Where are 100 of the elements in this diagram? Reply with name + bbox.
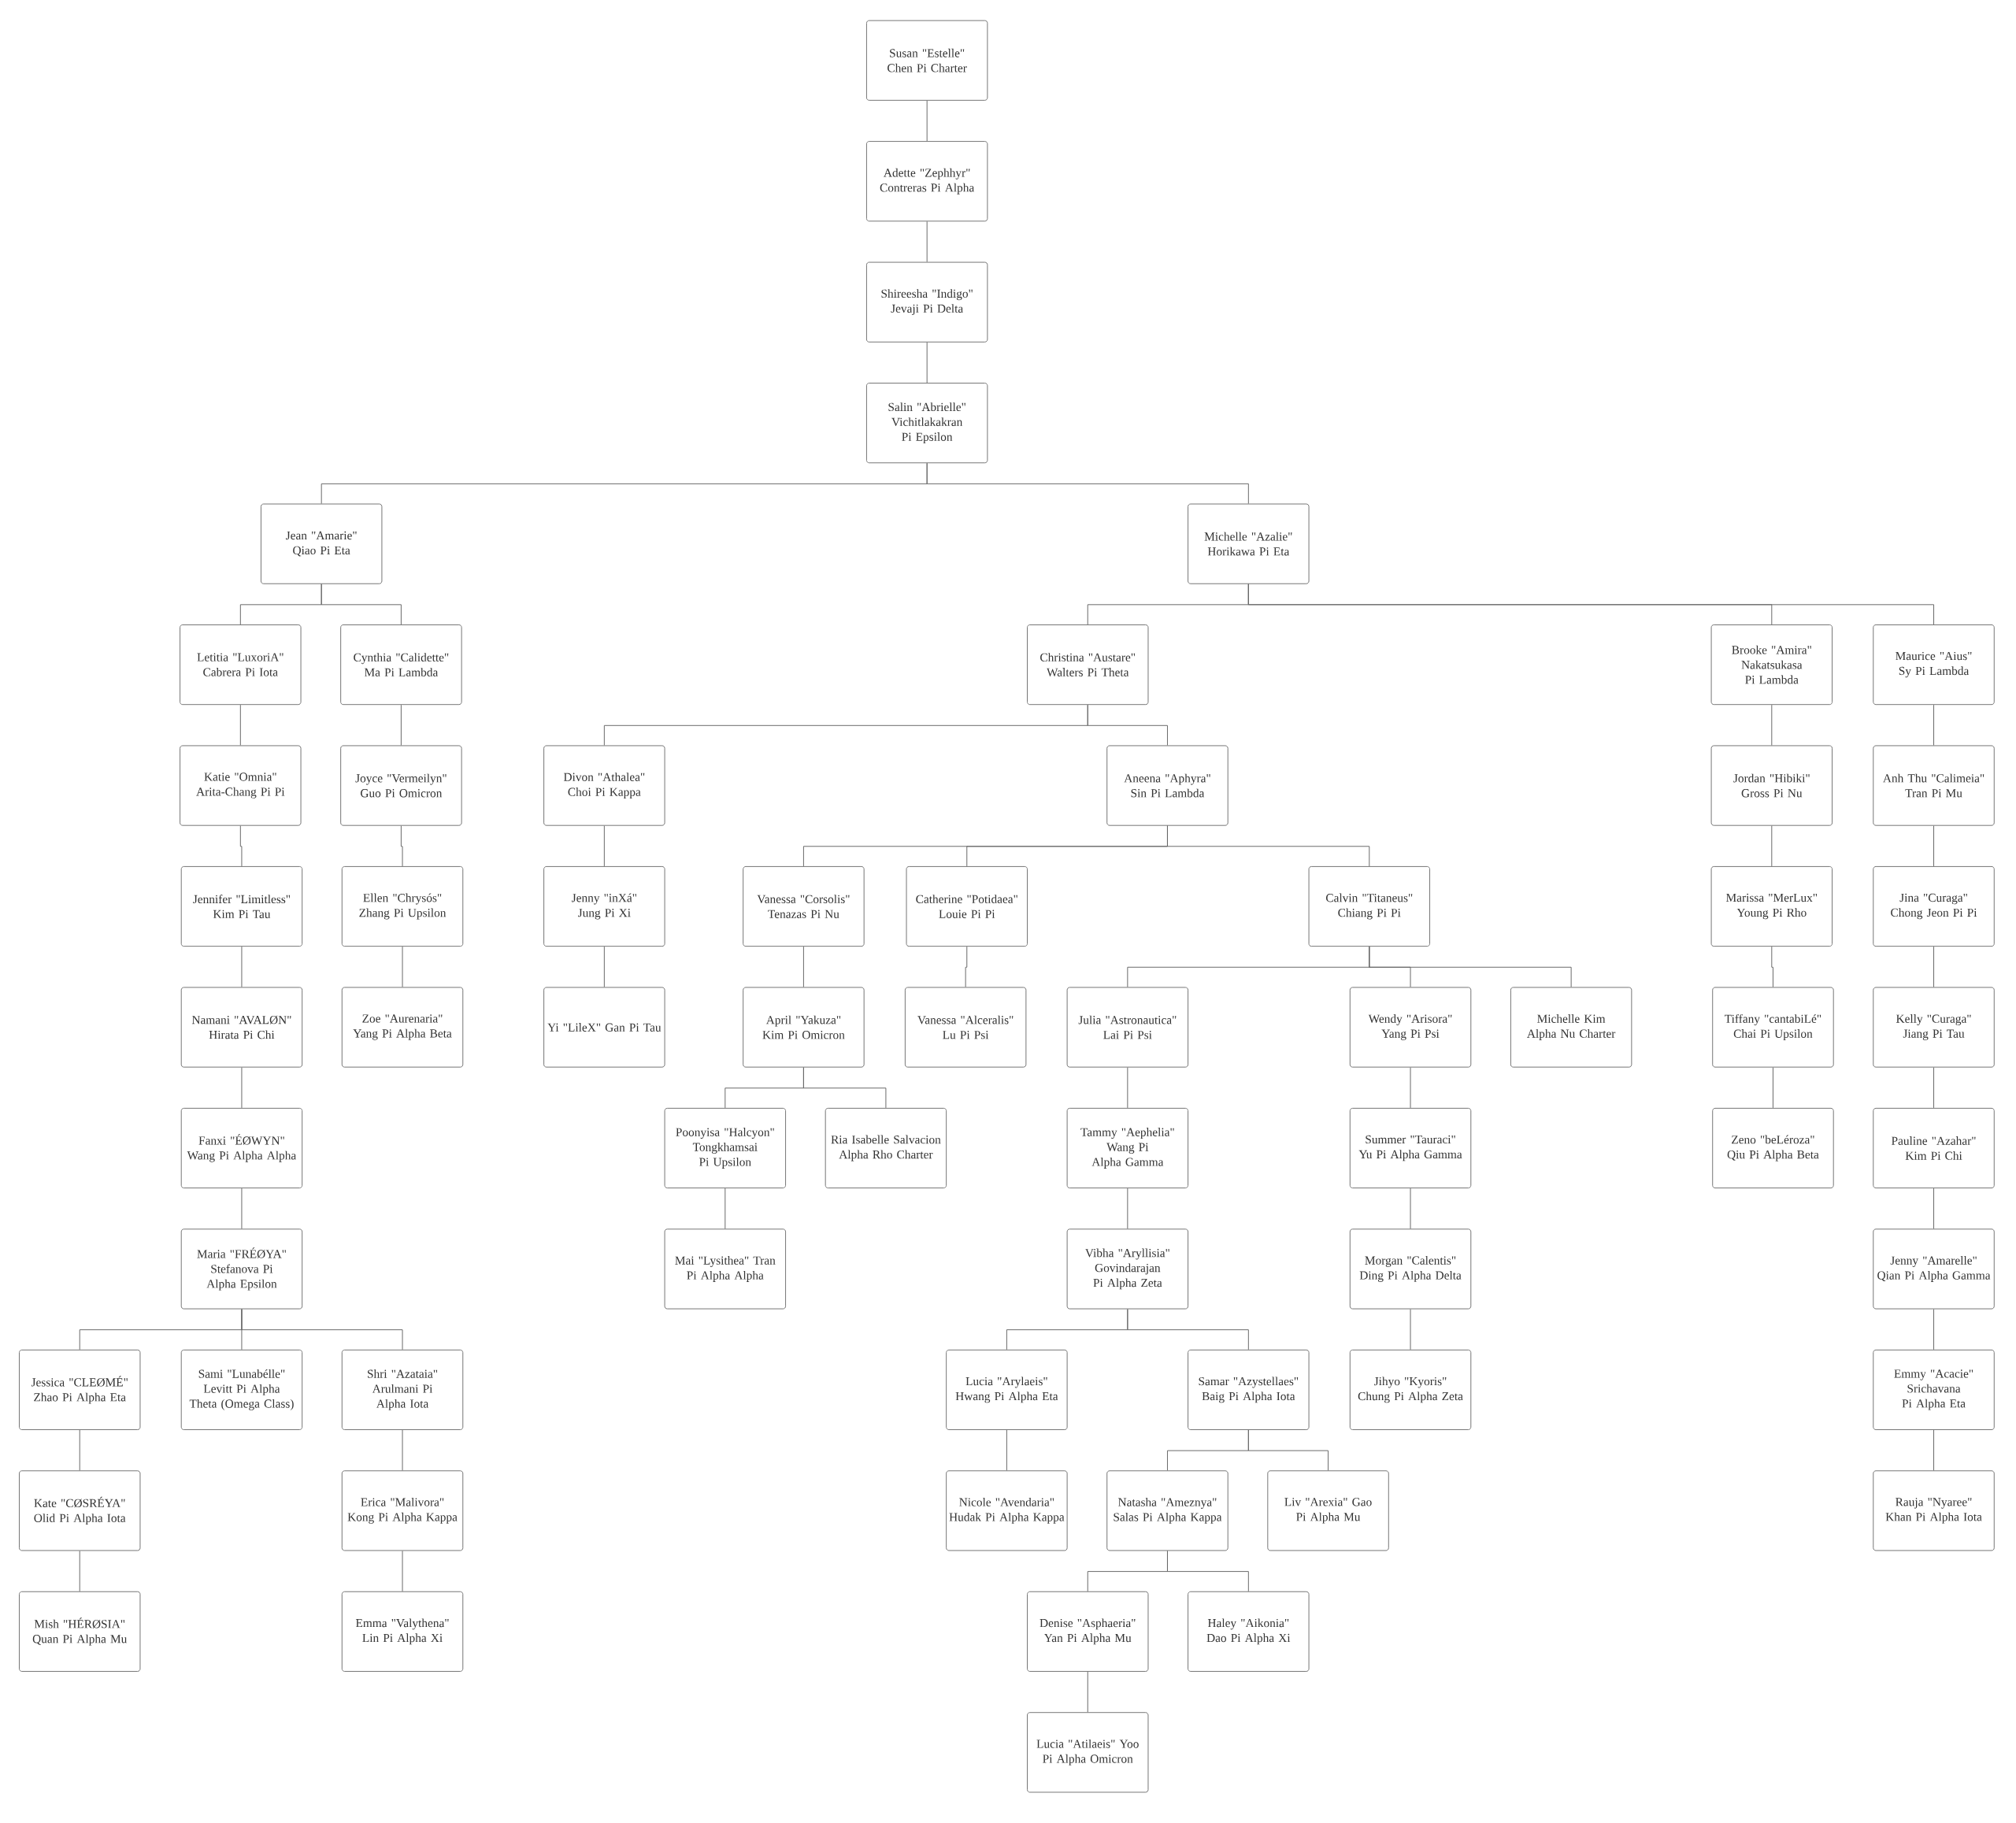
member-box: Haley "Aikonia" Dao Pi Alpha Xi [1188, 1591, 1310, 1672]
lineage-line [400, 704, 402, 746]
lineage-line [1410, 1188, 1411, 1229]
lineage-line [1006, 1429, 1007, 1471]
member-box: Emmy "Acacie" Srichavana Pi Alpha Eta [1873, 1349, 1995, 1430]
member-box: Jenny "inXá" Jung Pi Xi [543, 865, 665, 947]
lineage-line [1087, 1671, 1088, 1713]
lineage-line [1410, 1067, 1411, 1109]
member-box: Katie "Omnia" Arita-Chang Pi Pi [180, 745, 302, 826]
member-box: Fanxi "ÉØWYN" Wang Pi Alpha Alpha [180, 1107, 303, 1189]
lineage-line [1933, 825, 1935, 867]
member-box: Tiffany "cantabiLé" Chai Pi Upsilon [1712, 987, 1834, 1068]
lineage-line [239, 704, 241, 746]
lineage-line [1771, 946, 1773, 987]
member-box: Yi "LileX" Gan Pi Tau [543, 987, 665, 1068]
member-box: Sami "Lunabélle" Levitt Pi Alpha Theta (Omega Class) [180, 1349, 303, 1430]
member-box: Samar "Azystellaes" Baig Pi Alpha Iota [1188, 1349, 1310, 1430]
member-box: Anh Thu "Calimeia" Tran Pi Mu [1873, 745, 1995, 826]
member-box: Catherine "Potidaea" Louie Pi Pi [906, 865, 1028, 947]
lineage-line [1167, 1550, 1249, 1592]
member-box: Jennifer "Limitless" Kim Pi Tau [180, 865, 303, 947]
member-box: Zeno "beLéroza" Qiu Pi Alpha Beta [1712, 1107, 1834, 1189]
member-box: Wendy "Arisora" Yang Pi Psi [1349, 987, 1472, 1068]
lineage-line [1772, 1067, 1773, 1109]
member-box: Pauline "Azahar" Kim Pi Chi [1873, 1107, 1995, 1189]
member-box: April "Yakuza" Kim Pi Omicron [743, 987, 865, 1068]
member-box: Salin "Abrielle" Vichitlakakran Pi Epsilon [865, 383, 988, 464]
member-box: Jean "Amarie" Qiao Pi Eta [260, 503, 383, 584]
lineage-line [802, 1067, 887, 1109]
lineage-line [1369, 946, 1572, 987]
member-box: Jordan "Hibiki" Gross Pi Nu [1710, 745, 1833, 826]
member-box: Joyce "Vermeilyn" Guo Pi Omicron [340, 745, 462, 826]
lineage-line [241, 1309, 403, 1351]
member-box: Jina "Curaga" Chong Jeon Pi Pi [1873, 865, 1995, 947]
member-box: Nicole "Avendaria" Hudak Pi Alpha Kappa [946, 1470, 1068, 1551]
lineage-line [1127, 1309, 1249, 1351]
member-box: Letitia "LuxoriA" Cabrera Pi Iota [180, 624, 302, 706]
member-box: Michelle Kim Alpha Nu Charter [1510, 987, 1632, 1068]
member-box: Shireesha "Indigo" Jevaji Pi Delta [865, 261, 988, 343]
member-box: Summer "Tauraci" Yu Pi Alpha Gamma [1349, 1107, 1472, 1189]
member-box: Natasha "Ameznya" Salas Pi Alpha Kappa [1106, 1470, 1228, 1551]
member-box: Marissa "MerLux" Young Pi Rho [1710, 865, 1833, 947]
lineage-line [926, 342, 928, 383]
member-box: Shri "Azataia" Arulmani Pi Alpha Iota [341, 1349, 464, 1430]
lineage-line [1127, 1188, 1128, 1229]
lineage-line [402, 1429, 403, 1471]
lineage-line [241, 1188, 243, 1229]
lineage-line [79, 1429, 80, 1471]
member-box: Poonyisa "Halcyon" Tongkhamsai Pi Upsilon [664, 1107, 787, 1189]
lineage-line [1167, 825, 1370, 867]
member-box: Vibha "Aryllisia" Govindarajan Pi Alpha Zeta [1066, 1228, 1189, 1310]
lineage-line [1933, 704, 1935, 746]
member-box: Brooke "Amira" Nakatsukasa Pi Lambda [1710, 624, 1833, 706]
lineage-line [1410, 1309, 1411, 1351]
member-box: Jessica "CLEØMÉ" Zhao Pi Alpha Eta [19, 1349, 141, 1430]
member-box: Liv "Arexia" Gao Pi Alpha Mu [1267, 1470, 1389, 1551]
member-box: Christina "Austare" Walters Pi Theta [1027, 624, 1149, 706]
member-box: Ria Isabelle Salvacion Alpha Rho Charter [825, 1107, 947, 1189]
member-box: Jihyo "Kyoris" Chung Pi Alpha Zeta [1349, 1349, 1472, 1430]
lineage-line [926, 462, 1249, 504]
member-box: Jenny "Amarelle" Qian Pi Alpha Gamma [1873, 1228, 1995, 1310]
member-box: Divon "Athalea" Choi Pi Kappa [543, 745, 665, 826]
lineage-line [402, 1550, 403, 1592]
member-box: Michelle "Azalie" Horikawa Pi Eta [1188, 503, 1310, 584]
lineage-line [603, 946, 605, 987]
member-box: Kelly "Curaga" Jiang Pi Tau [1873, 987, 1995, 1068]
member-box: Namani "AVALØN" Hirata Pi Chi [180, 987, 303, 1068]
member-box: Lucia "Atilaeis" Yoo Pi Alpha Omicron [1027, 1712, 1149, 1793]
member-box: Ellen "Chrysós" Zhang Pi Upsilon [341, 865, 464, 947]
member-box: Kate "CØSRÉYA" Olid Pi Alpha Iota [19, 1470, 141, 1551]
lineage-line [1247, 584, 1935, 625]
member-box: Morgan "Calentis" Ding Pi Alpha Delta [1349, 1228, 1472, 1310]
lineage-line [1933, 1067, 1935, 1109]
member-box: Erica "Malivora" Kong Pi Alpha Kappa [341, 1470, 464, 1551]
lineage-line [802, 946, 804, 987]
lineage-line [321, 584, 402, 625]
lineage-line [239, 825, 243, 867]
lineage-line [926, 100, 928, 142]
member-box: Julia "Astronautica" Lai Pi Psi [1066, 987, 1189, 1068]
member-box: Mai "Lysithea" Tran Pi Alpha Alpha [664, 1228, 787, 1310]
lineage-line [1933, 1309, 1935, 1351]
member-box: Susan "Estelle" Chen Pi Charter [865, 20, 988, 101]
member-box: Adette "Zephhyr" Contreras Pi Alpha [865, 141, 988, 222]
lineage-line [1933, 946, 1935, 987]
lineage-line [965, 946, 968, 987]
member-box: Vanessa "Alceralis" Lu Pi Psi [904, 987, 1027, 1068]
member-box: Mish "HÉRØSIA" Quan Pi Alpha Mu [19, 1591, 141, 1672]
lineage-line [1087, 704, 1168, 746]
member-box: Maria "FRÉØYA" Stefanova Pi Alpha Epsilon [180, 1228, 303, 1310]
member-box: Zoe "Aurenaria" Yang Pi Alpha Beta [341, 987, 464, 1068]
lineage-line [241, 1067, 243, 1109]
lineage-line [1247, 1429, 1329, 1471]
member-box: Calvin "Titaneus" Chiang Pi Pi [1308, 865, 1430, 947]
lineage-line [79, 1550, 80, 1592]
lineage-line [1933, 1188, 1935, 1229]
member-box: Emma "Valythena" Lin Pi Alpha Xi [341, 1591, 464, 1672]
lineage-line [1127, 1067, 1128, 1109]
lineage-line [1771, 825, 1773, 867]
lineage-line [724, 1188, 726, 1229]
member-box: Cynthia "Calidette" Ma Pi Lambda [340, 624, 462, 706]
